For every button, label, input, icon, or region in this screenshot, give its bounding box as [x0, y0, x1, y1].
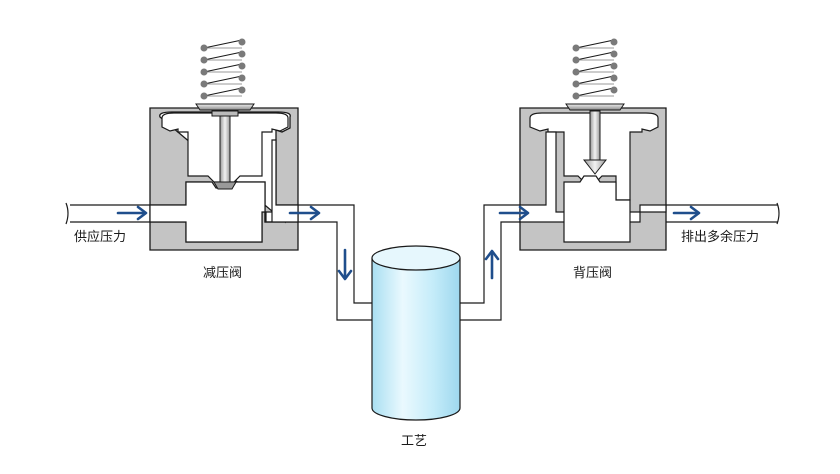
arrow-down-to-process — [337, 248, 353, 281]
reducing-valve-label: 减压阀 — [203, 266, 243, 281]
arrow-into-backpressure — [498, 205, 530, 221]
pipe-reducer-to-process — [298, 204, 372, 321]
arrow-supply-in — [116, 205, 148, 221]
exhaust-pipe — [666, 202, 780, 225]
back-pressure-valve-label: 背压阀 — [573, 266, 613, 281]
spring-back-pressure-valve — [572, 38, 618, 100]
arrow-exhaust-out — [672, 205, 701, 221]
spring-reducing-valve — [200, 38, 246, 100]
pipe-process-to-backpressure — [460, 204, 522, 321]
pressure-reducing-valve — [149, 103, 299, 251]
arrow-up-from-process — [484, 249, 500, 280]
process-label: 工艺 — [401, 434, 428, 449]
exhaust-pressure-label: 排出多余压力 — [681, 230, 760, 245]
arrow-reducer-out — [288, 205, 321, 221]
back-pressure-valve — [519, 103, 667, 251]
supply-pressure-label: 供应压力 — [74, 230, 127, 245]
supply-pipe — [65, 202, 150, 225]
process-tank — [371, 245, 461, 421]
